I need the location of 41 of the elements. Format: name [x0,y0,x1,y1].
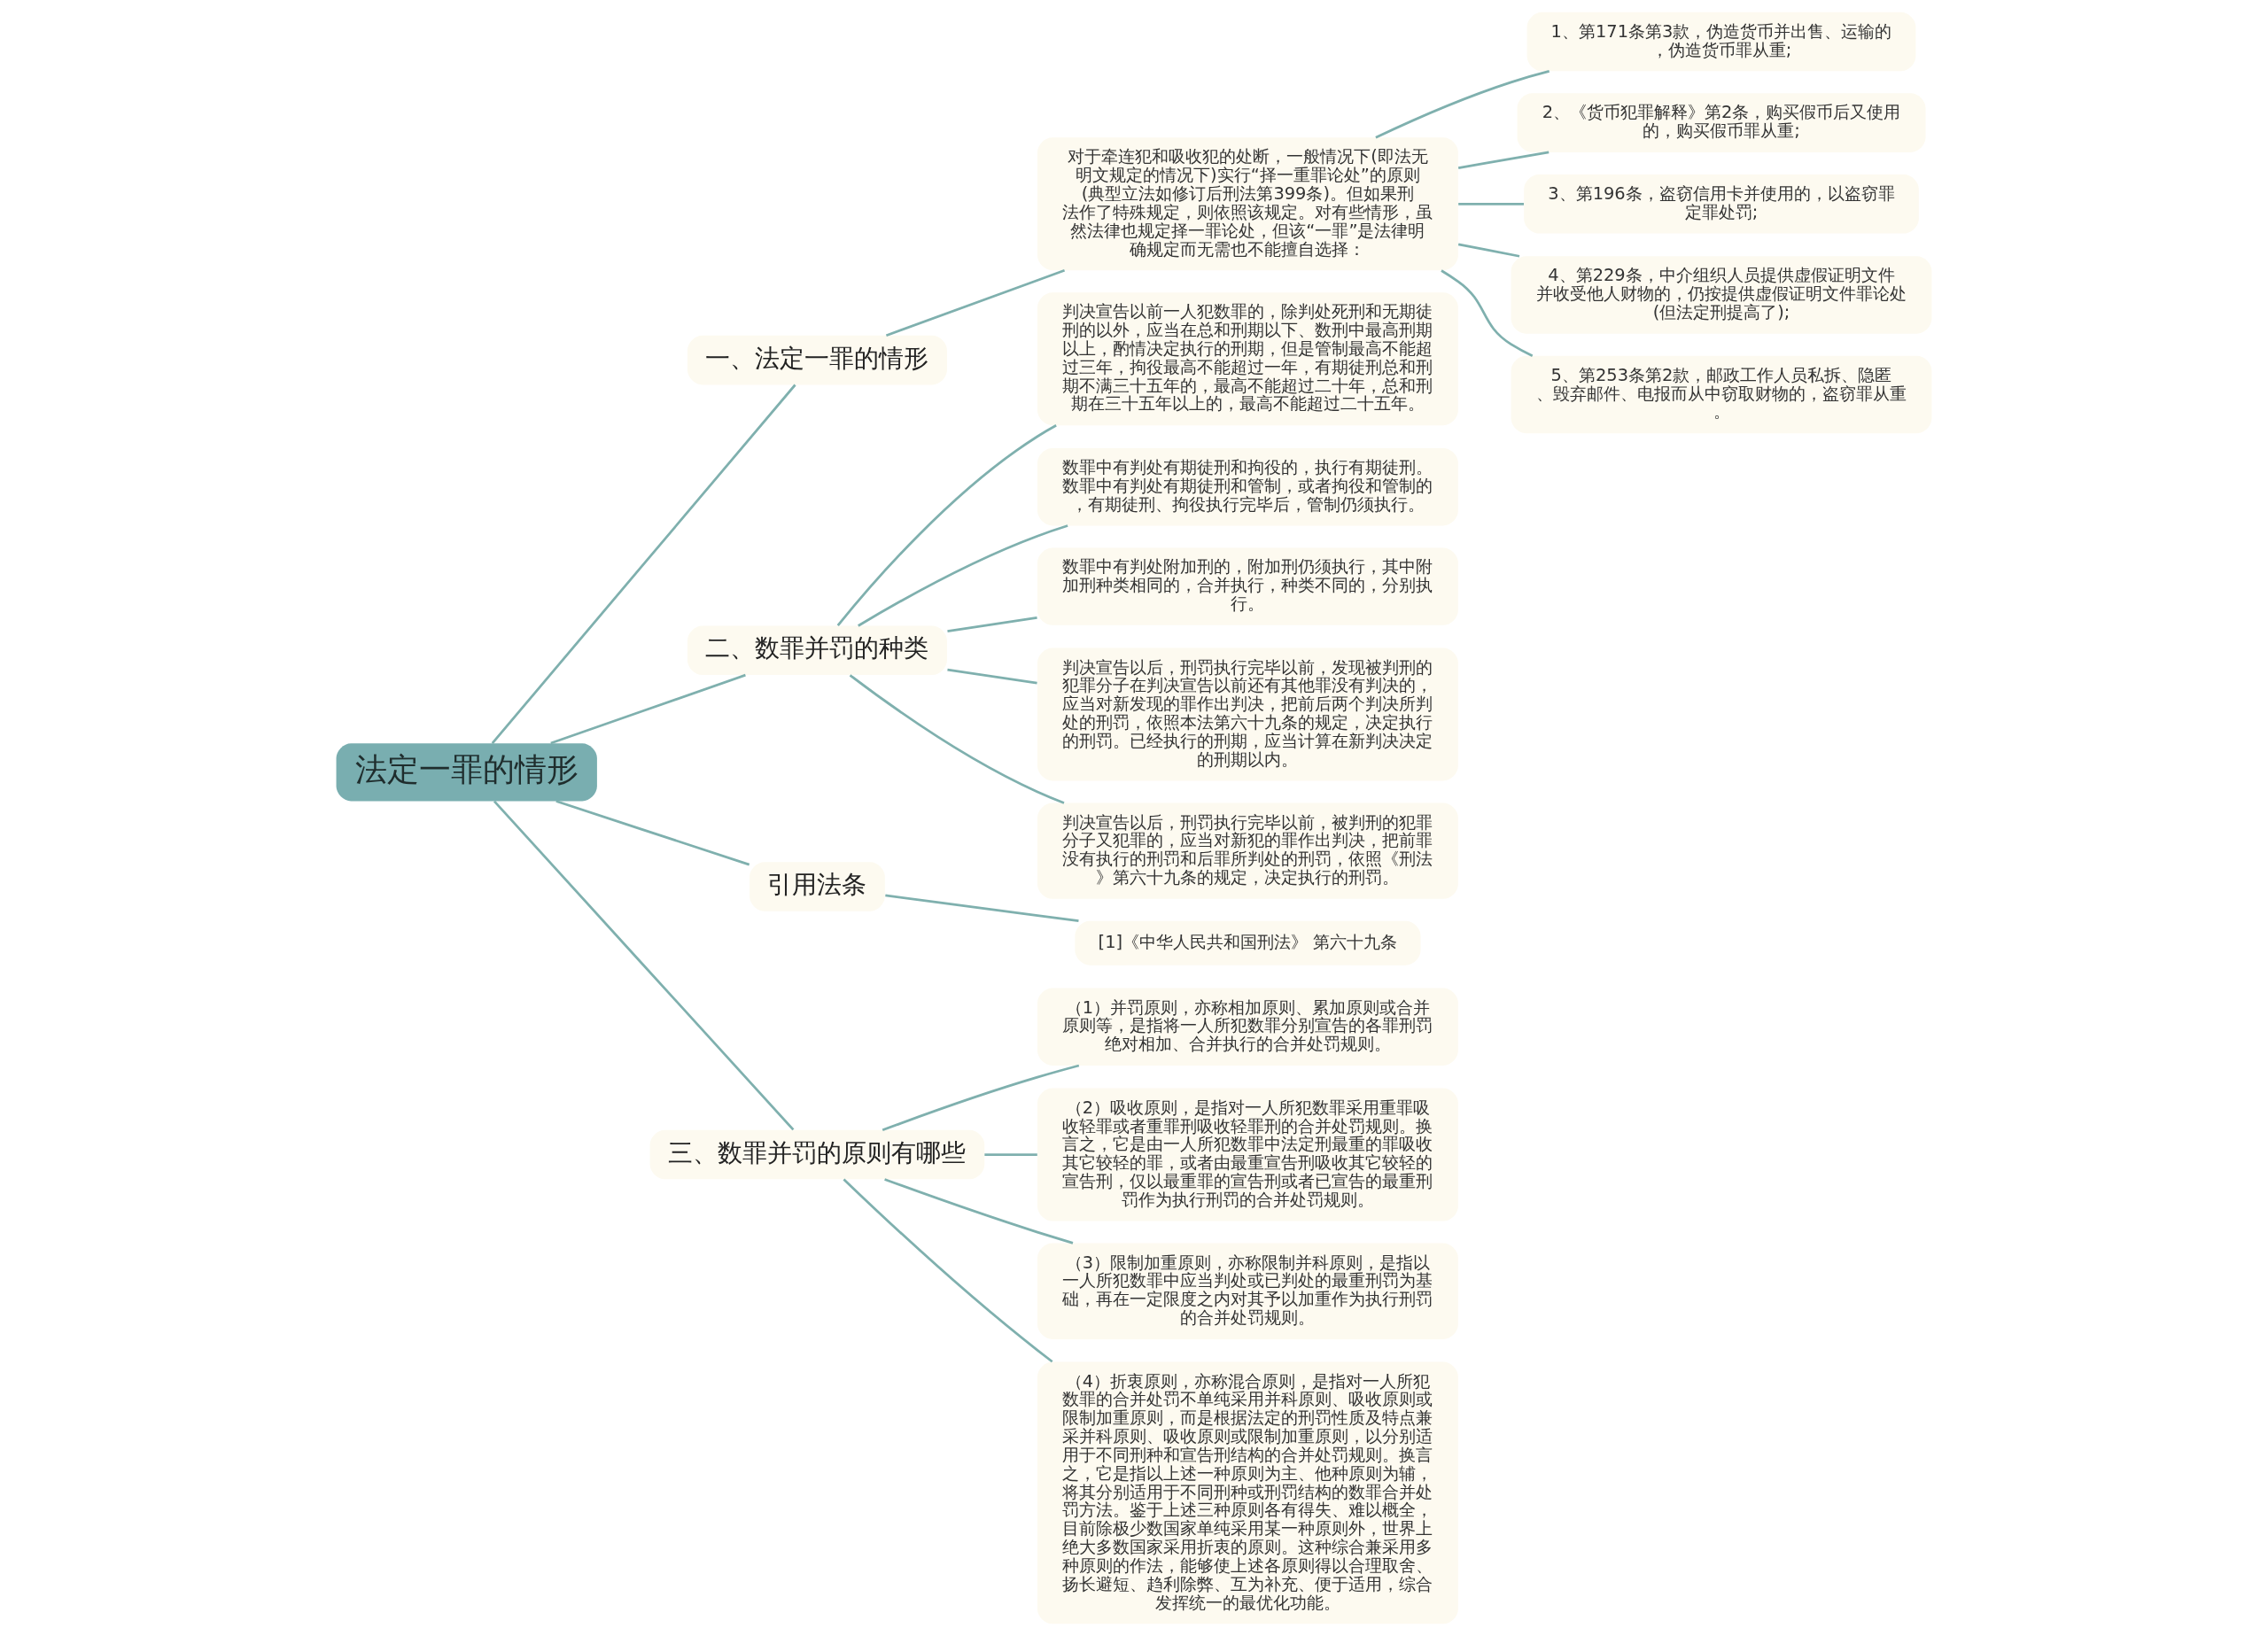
node-box: 数罪中有判处有期徒刑和拘役的，执行有期徒刑。数罪中有判处有期徒刑和管制，或者拘役和管制的，有期徒刑、拘役执行完毕后，管制仍须执行。 [1037,447,1458,526]
connector [1457,151,1550,169]
node-box: 引用法条 [750,862,885,911]
node-box: 5、第253条第2款，邮政工作人员私拆、隐匿、毁弃邮件、电报而从中窃取财物的，盗窃罪从重。 [1511,355,1932,434]
connector [1458,202,1524,205]
node-box: 判决宣告以前一人犯数罪的，除判处死刑和无期徒刑的以外，应当在总和刑期以下、数刑中最高刑期以上，酌情决定执行的刑期，但是管制最高不能超过三年，拘役最高不能超过一年，有期徒刑总和刑期不满三十五年的，最高不能超过二十年，总和刑期在三十五年以上的，最高不能超过二十五年。 [1037,292,1458,426]
node-box: 2、《货币犯罪解释》第2条，购买假币后又使用的，购买假币罪从重; [1517,93,1926,152]
connector [858,524,1068,627]
connector [843,1178,1053,1363]
node-box: 三、数罪并罚的原则有哪些 [649,1129,985,1180]
node-box: 判决宣告以后，刑罚执行完毕以前，发现被判刑的犯罪分子在判决宣告以前还有其他罪没有判决的，应当对新发现的罪作出判决，把前后两个判决所判处的刑罚，依照本法第六十九条的规定，决定执行的刑罚。已经执行的刑期，应当计算在新判决决定的刑期以内。 [1037,647,1458,781]
connector [884,1178,1074,1244]
connector [1375,70,1550,139]
connector [493,800,795,1131]
connector [984,1153,1037,1156]
connector [550,673,746,745]
connector [947,668,1037,685]
node-box: [1]《中华人民共和国刑法》 第六十九条 [1075,920,1421,965]
node-box: 判决宣告以后，刑罚执行完毕以前，被判刑的犯罪分子又犯罪的，应当对新犯的罪作出判决，把前罪没有执行的刑罚和后罪所判处的刑罚，依照《刑法》第六十九条的规定，决定执行的刑罚。 [1037,802,1458,899]
node-box: （1）并罚原则，亦称相加原则、累加原则或合并原则等，是指将一人所犯数罪分别宣告的各罪刑罚绝对相加、合并执行的合并处罚规则。 [1037,988,1458,1066]
node-box: （4）折衷原则，亦称混合原则，是指对一人所犯数罪的合并处罚不单纯采用并科原则、吸收原则或限制加重原则，而是根据法定的刑罚性质及特点兼采并科原则、吸收原则或限制加重原则，以分别适用于不同刑种和宣告刑结构的合并处罚规则。换言之，它是指以上述一种原则为主、他种原则为辅，将其分别适用于不同刑种或刑罚结构的数罪合并处罚方法。鉴于上述三种原则各有得失、难以概全，目前除极少数国家单纯采用某一种原则外，世界上绝大多数国家采用折衷的原则。这种综合兼采用多种原则的作法，能够使上述各原则得以合理取舍、扬长避短、趋利除弊、互为补充、便于适用，综合发挥统一的最优化功能。 [1037,1361,1458,1624]
connector [555,800,750,866]
node-box: 3、第196条，盗窃信用卡并使用的，以盗窃罪定罪处罚; [1524,174,1919,234]
connector [491,384,796,744]
connector [836,424,1057,627]
connector [882,1064,1080,1132]
node-box: 法定一罪的情形 [336,743,597,802]
connector [1457,243,1520,258]
node-box: （2）吸收原则，是指对一人所犯数罪采用重罪吸收轻罪或者重罪刑吸收轻罪刑的合并处罚规则。换言之，它是由一人所犯数罪中法定刑最重的罪吸收其它较轻的罪，或者由最重宣告刑吸收其它较轻的宣告刑，仅以最重罪的宣告刑或者已宣告的最重刑罚作为执行刑罚的合并处罚规则。 [1037,1088,1458,1221]
connector [849,674,1065,804]
node-box: 数罪中有判处附加刑的，附加刑仍须执行，其中附加刑种类相同的，合并执行，种类不同的，分别执行。 [1037,547,1458,625]
node-box: 4、第229条，中介组织人员提供虚假证明文件并收受他人财物的，仍按提供虚假证明文件罪论处(但法定刑提高了); [1511,256,1932,334]
connector [947,616,1037,632]
connector [1441,269,1534,357]
connector [885,268,1066,337]
connector [885,894,1079,923]
node-box: 对于牵连犯和吸收犯的处断，一般情况下(即法无明文规定的情况下)实行“择一重罪论处”的原则(典型立法如修订后刑法第399条)。但如果刑法作了特殊规定，则依照该规定。对有些情形，虽然法律也规定择一罪论处，但该“一罪”是法律明确规定而无需也不能擅自选择： [1037,137,1458,271]
node-box: 二、数罪并罚的种类 [687,625,947,676]
node-box: 一、法定一罪的情形 [687,335,947,385]
node-box: （3）限制加重原则，亦称限制并科原则，是指以一人所犯数罪中应当判处或已判处的最重刑罚为基础，再在一定限度之内对其予以加重作为执行刑罚的合并处罚规则。 [1037,1243,1458,1339]
node-box: 1、第171条第3款，伪造货币并出售、运输的，伪造货币罪从重; [1526,12,1916,72]
